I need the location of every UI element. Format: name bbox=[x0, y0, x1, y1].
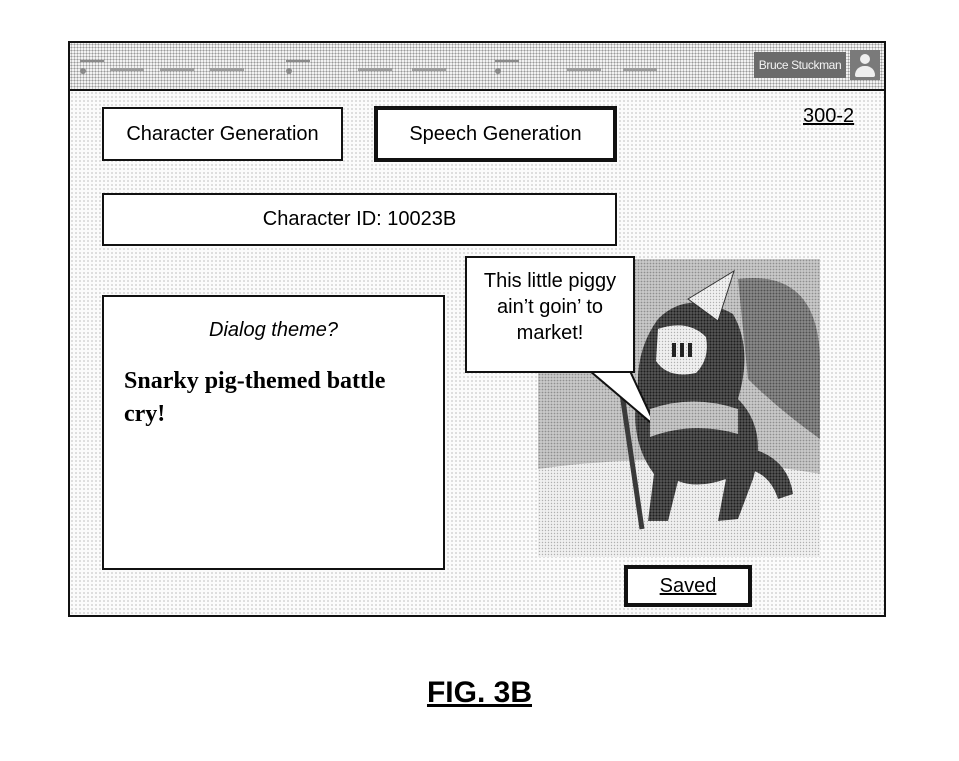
tab-speech-generation[interactable]: Speech Generation bbox=[374, 106, 617, 162]
app-window: Bruce Stuckman 300-2 Character Generatio… bbox=[68, 41, 886, 617]
dialog-theme-input[interactable]: Snarky pig-themed battle cry! bbox=[124, 368, 386, 427]
character-id-field: Character ID: 10023B bbox=[102, 193, 617, 246]
speech-bubble-tail bbox=[588, 371, 650, 424]
speech-line: market! bbox=[516, 322, 584, 344]
menu-group-3[interactable] bbox=[495, 56, 665, 78]
figure-label: FIG. 3B bbox=[426, 676, 532, 709]
speech-bubble: This little piggy ain’t goin’ to market! bbox=[465, 256, 635, 373]
speech-line: This little piggy bbox=[483, 270, 617, 292]
menu-group-icon bbox=[80, 60, 104, 76]
user-name-badge[interactable]: Bruce Stuckman bbox=[754, 52, 846, 78]
speech-line: ain’t goin’ to bbox=[497, 296, 603, 318]
menu-group-1[interactable] bbox=[80, 56, 250, 78]
dialog-theme-panel[interactable]: Dialog theme? Snarky pig-themed battle c… bbox=[102, 295, 445, 570]
dialog-theme-label: Dialog theme? bbox=[209, 319, 338, 341]
title-bar: Bruce Stuckman bbox=[70, 43, 884, 91]
menu-group-2[interactable] bbox=[286, 56, 456, 78]
reference-number: 300-2 bbox=[803, 105, 855, 127]
saved-button[interactable]: Saved bbox=[624, 565, 752, 607]
menu-group-icon bbox=[495, 60, 519, 76]
tab-character-generation[interactable]: Character Generation bbox=[102, 107, 343, 161]
user-avatar-icon[interactable] bbox=[850, 50, 880, 80]
menu-group-icon bbox=[286, 60, 310, 76]
